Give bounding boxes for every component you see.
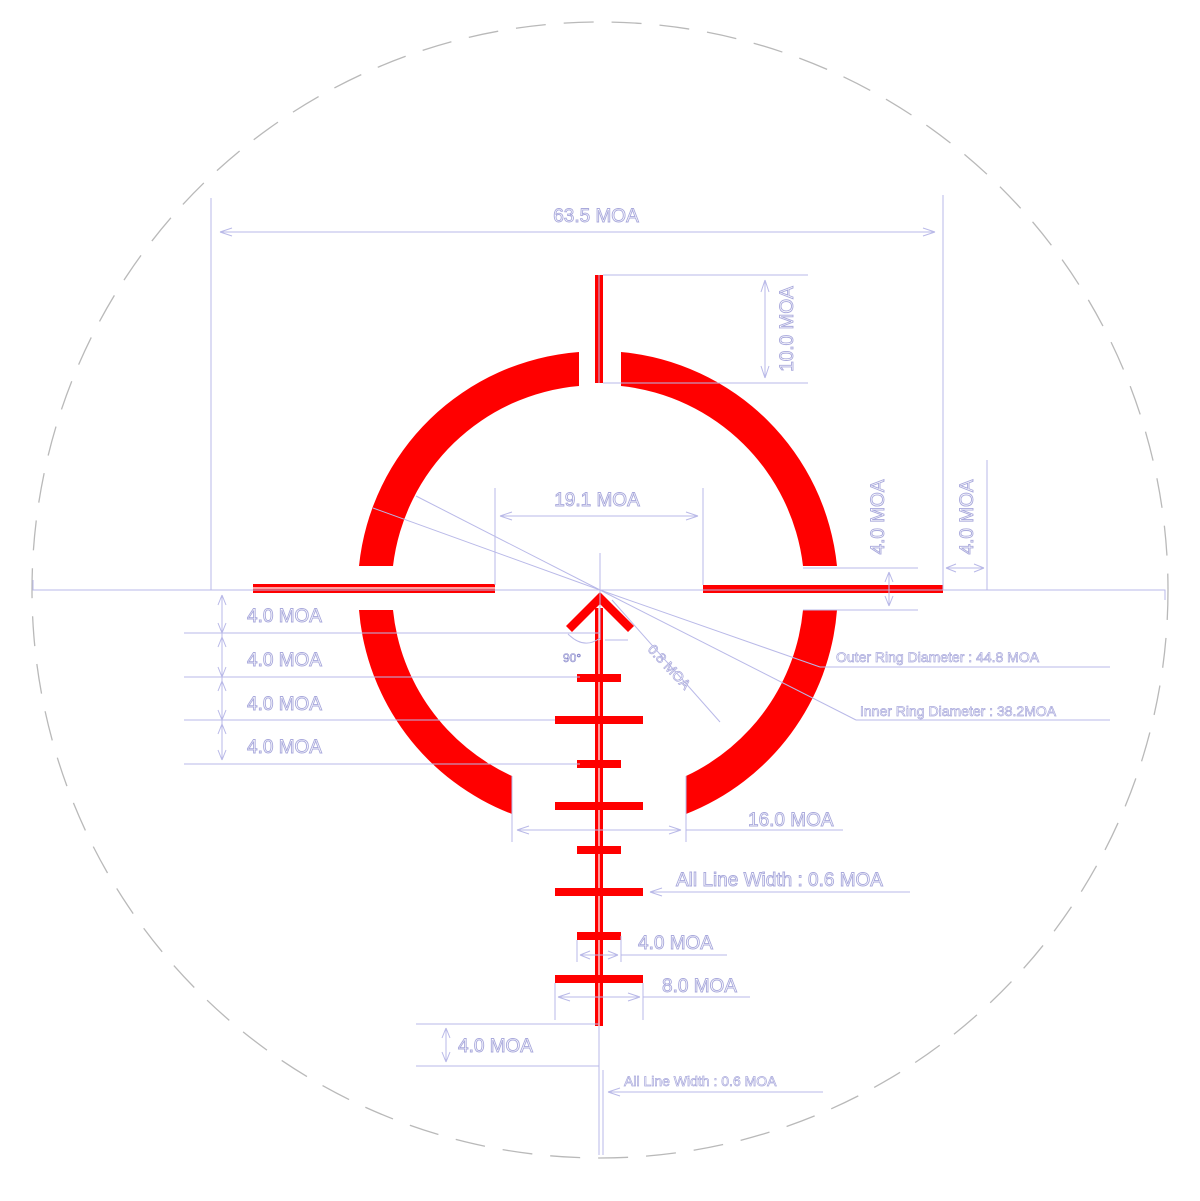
label-line-width-1: All Line Width : 0.6 MOA	[676, 870, 883, 891]
tick-large	[555, 888, 643, 896]
label-right-post-1: 4.0 MOA	[868, 479, 889, 554]
label-chevron-angle: 90°	[563, 651, 581, 665]
label-left-spacing-1: 4.0 MOA	[247, 606, 322, 627]
label-outer-ring: Outer Ring Diameter : 44.8 MOA	[836, 649, 1040, 665]
label-right-post-2: 4.0 MOA	[957, 479, 978, 554]
tick-small	[577, 846, 621, 854]
label-line-width-2: All Line Width : 0.6 MOA	[624, 1073, 777, 1089]
tick-large	[555, 716, 643, 724]
label-bottom-gap: 16.0 MOA	[748, 810, 834, 831]
reticle-ring	[359, 352, 837, 814]
label-large-tick: 8.0 MOA	[662, 976, 737, 997]
label-chevron-size: 0.8 MOA	[645, 641, 695, 693]
ring-arc-top-right	[621, 352, 837, 566]
field-of-view-circle	[31, 21, 1169, 1159]
tick-large	[555, 802, 643, 810]
label-left-spacing-3: 4.0 MOA	[247, 694, 322, 715]
tick-small	[577, 760, 621, 768]
ring-arc-top-left	[359, 352, 579, 566]
dimension-lines	[32, 195, 1166, 1155]
tick-small	[577, 932, 621, 940]
label-left-spacing-4: 4.0 MOA	[247, 737, 322, 758]
label-bottom-post: 4.0 MOA	[458, 1036, 533, 1057]
tick-small	[577, 674, 621, 682]
right-post	[703, 585, 943, 593]
label-inner-gap: 19.1 MOA	[554, 490, 640, 511]
tick-large	[555, 975, 643, 983]
label-inner-ring: Inner Ring Diameter : 38.2MOA	[860, 703, 1057, 719]
stadia-ticks	[555, 674, 643, 983]
label-left-spacing-2: 4.0 MOA	[247, 650, 322, 671]
label-top-post: 10.0 MOA	[777, 286, 798, 372]
label-width-total: 63.5 MOA	[553, 206, 639, 227]
label-small-tick: 4.0 MOA	[638, 933, 713, 954]
ring-arc-bottom-left	[359, 610, 512, 814]
ring-arc-bottom-right	[686, 610, 837, 814]
